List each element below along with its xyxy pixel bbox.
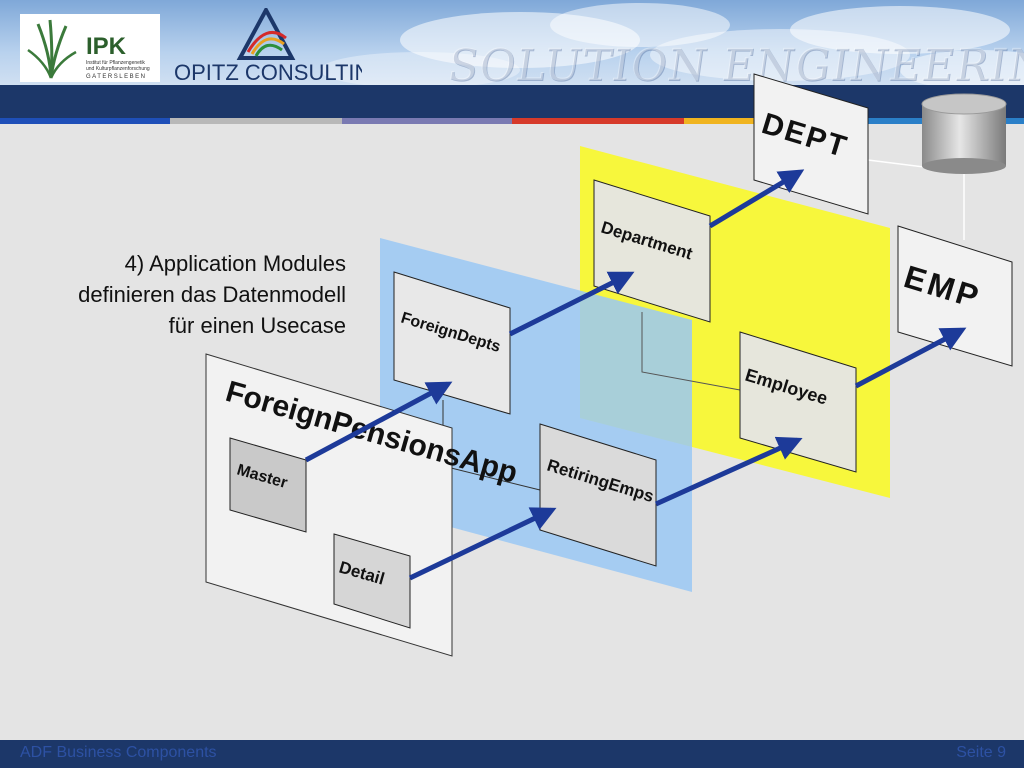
arrow-master-to-foreigndepts — [304, 381, 453, 463]
slide-caption: 4) Application Modules definieren das Da… — [0, 248, 346, 341]
master-box: Master — [229, 437, 307, 533]
database-icon — [921, 93, 1007, 174]
mapping-arrows — [304, 169, 967, 581]
footer-title: ADF Business Components — [20, 744, 217, 761]
color-stripe-red — [512, 118, 684, 124]
color-stripe-gray — [170, 118, 342, 124]
caption-line-3: für einen Usecase — [168, 313, 346, 338]
foreign-depts-box: ForeignDepts — [393, 271, 511, 415]
arrow-department-to-dept — [708, 169, 805, 229]
caption-line-1: 4) Application Modules — [124, 251, 346, 276]
employee-box: Employee — [739, 331, 857, 473]
opitz-consulting-logo: OPITZ CONSULTING — [170, 5, 388, 85]
svg-text:und Kulturpflanzenforschung: und Kulturpflanzenforschung — [86, 66, 150, 72]
dept-table-box: DEPT — [753, 73, 869, 215]
ipk-plant-icon: IPK Institut für Pflanzengenetik und Kul… — [20, 14, 150, 82]
svg-text:IPK: IPK — [86, 33, 127, 60]
detail-box: Detail — [333, 533, 411, 629]
svg-text:GATERSLEBEN: GATERSLEBEN — [86, 74, 146, 80]
svg-text:Institut für Pflanzengenetik: Institut für Pflanzengenetik — [86, 60, 145, 66]
page-number: Seite 9 — [956, 744, 1006, 761]
retiring-emps-box: RetiringEmps — [539, 423, 657, 567]
emp-table-box: EMP — [897, 225, 1013, 367]
color-stripe-blue — [0, 118, 170, 124]
caption-line-2: definieren das Datenmodell — [78, 282, 346, 307]
ipk-logo: IPK Institut für Pflanzengenetik und Kul… — [20, 14, 160, 82]
svg-text:OPITZ CONSULTING: OPITZ CONSULTING — [174, 60, 362, 84]
arrow-detail-to-retiringemps — [408, 507, 557, 581]
department-employee-link — [641, 312, 741, 391]
sky-clouds-image — [320, 3, 1024, 90]
arrow-retiringemps-to-employee — [654, 436, 803, 507]
color-stripe-violet — [342, 118, 512, 124]
arrow-employee-to-emp — [854, 327, 967, 389]
arrow-foreigndepts-to-department — [508, 271, 635, 337]
footer-bar — [0, 740, 1024, 768]
